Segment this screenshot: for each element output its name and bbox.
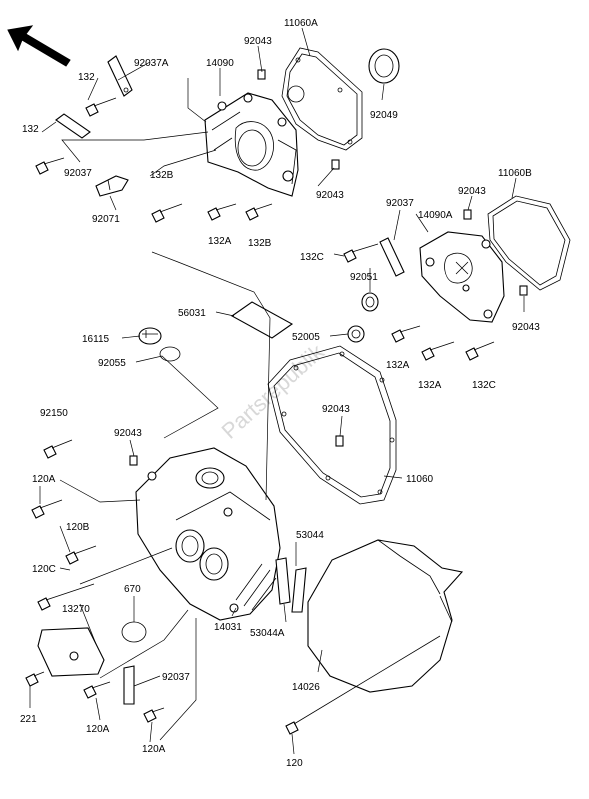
bolt-132B <box>151 203 183 223</box>
part-label: 132B <box>150 170 174 181</box>
part-label: 132A <box>386 360 410 371</box>
part-label: 120A <box>86 724 110 735</box>
gasket-11060 <box>267 345 397 505</box>
gasket-11060B <box>487 195 571 291</box>
part-label: 120 <box>286 758 303 769</box>
bolt-120C <box>37 583 95 611</box>
bolt-120 <box>285 635 441 735</box>
part-label: 221 <box>20 714 37 725</box>
pin-53044 <box>291 567 307 613</box>
part-label: 92043 <box>512 322 540 333</box>
dowel-pin <box>257 69 266 80</box>
dowel-pin <box>331 159 340 170</box>
plug-52005 <box>347 325 365 343</box>
dowel-pin <box>463 209 472 220</box>
part-label: 92051 <box>350 272 378 283</box>
part-label: 14090A <box>418 210 453 221</box>
label-plate-56031 <box>230 301 294 339</box>
dowel-pin <box>129 455 138 466</box>
bolt-120A <box>83 681 111 699</box>
part-label: 52005 <box>292 332 320 343</box>
part-label: 92043 <box>322 404 350 415</box>
part-label: 132A <box>208 236 232 247</box>
part-label: 92037A <box>134 58 169 69</box>
pin-53044A <box>275 557 291 605</box>
bracket-92037 <box>123 665 135 705</box>
part-label: 92043 <box>244 36 272 47</box>
part-label: 56031 <box>178 308 206 319</box>
leader-lines <box>29 27 525 755</box>
clutch-cover-14090 <box>204 92 299 197</box>
part-label: 92043 <box>316 190 344 201</box>
part-label: 92037 <box>64 168 92 179</box>
dowel-pin <box>519 285 528 296</box>
o-ring-670 <box>121 621 147 643</box>
front-direction-arrow-icon <box>7 25 71 67</box>
bolt-132 <box>85 97 117 117</box>
bracket-92037A <box>107 55 133 97</box>
part-label: 14026 <box>292 682 320 693</box>
oil-seal-92049 <box>368 48 400 84</box>
part-label: 53044A <box>250 628 285 639</box>
bolt-120A <box>143 707 165 723</box>
part-label: 92150 <box>40 408 68 419</box>
bolt-120A <box>31 499 63 519</box>
cover-14090A <box>419 231 505 323</box>
bolt-132C <box>343 243 379 263</box>
part-label: 132C <box>300 252 324 263</box>
bolt-132A <box>421 341 455 361</box>
part-label: 132B <box>248 238 272 249</box>
bolt-92150 <box>43 439 73 459</box>
part-label: 13270 <box>62 604 90 615</box>
part-label: 53044 <box>296 530 324 541</box>
part-label: 132C <box>472 380 496 391</box>
part-label: 132A <box>418 380 442 391</box>
part-label: 11060 <box>406 474 434 485</box>
part-label: 14090 <box>206 58 234 69</box>
part-label: 120B <box>66 522 90 533</box>
bolt-132 <box>35 157 65 175</box>
bolt-132A <box>391 325 421 343</box>
part-label: 92071 <box>92 214 120 225</box>
part-labels: 132 92037A 14090 92043 11060A 132 92049 … <box>20 18 540 769</box>
side-cover-14026 <box>307 539 464 693</box>
watermark-text: Partsrepublik <box>217 339 330 444</box>
bracket-92037 <box>55 113 91 139</box>
part-label: 14031 <box>214 622 242 633</box>
part-label: 92037 <box>386 198 414 209</box>
part-label: 132 <box>78 72 95 83</box>
part-label: 16115 <box>82 334 110 345</box>
bolt-132B <box>245 203 273 221</box>
part-label: 11060A <box>284 18 318 29</box>
part-label: 92055 <box>98 358 126 369</box>
gasket-11060A <box>281 47 363 151</box>
bracket-92037 <box>379 237 405 277</box>
part-label: 92043 <box>458 186 486 197</box>
part-label: 670 <box>124 584 141 595</box>
bolt-132A <box>207 203 237 221</box>
part-label: 120A <box>32 474 56 485</box>
part-label: 11060B <box>498 168 532 179</box>
bolt-132C <box>465 341 495 361</box>
bolt-120B <box>65 545 97 565</box>
part-label: 92043 <box>114 428 142 439</box>
part-label: 120C <box>32 564 56 575</box>
part-label: 92049 <box>370 110 398 121</box>
part-label: 92037 <box>162 672 190 683</box>
part-label: 120A <box>142 744 166 755</box>
dowel-pin <box>335 435 344 447</box>
crankcase-cover-14031 <box>135 447 281 621</box>
part-label: 132 <box>22 124 39 135</box>
oil-filler-cap-16115 <box>138 327 162 345</box>
washer-92051 <box>361 292 379 312</box>
clamp-92071 <box>95 175 129 197</box>
screw-221 <box>25 671 45 687</box>
o-ring-92055 <box>159 346 181 362</box>
cover-plate-13270 <box>37 627 105 677</box>
